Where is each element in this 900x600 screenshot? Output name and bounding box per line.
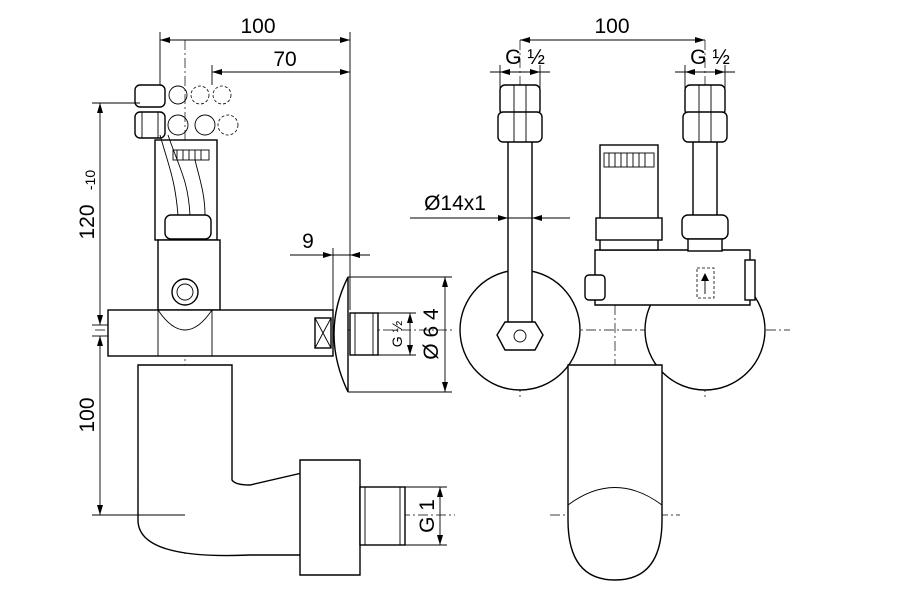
- side-dimensions: 100 70 120 -10 100 9 G ½: [76, 15, 452, 546]
- front-right-nut-top: [684, 84, 726, 116]
- front-right-valve-nut: [681, 214, 729, 240]
- side-outlet-tube: [107, 309, 334, 357]
- dim-side-height-upper: 120: [76, 204, 99, 239]
- front-right-nut-lower: [682, 111, 728, 143]
- dim-side-offset: 9: [302, 230, 314, 253]
- side-drain-thread: [359, 486, 406, 546]
- dim-front-pipe-diameter: Ø14x1: [424, 192, 486, 215]
- front-view: [459, 40, 790, 581]
- dim-front-thread-right: G ½: [690, 46, 730, 69]
- side-valve-body: [154, 134, 221, 311]
- side-rosette: [333, 276, 349, 393]
- side-top-fittings: [134, 84, 239, 139]
- dim-side-thread-outlet: G ½: [389, 320, 405, 347]
- dim-side-thread-drain: G 1: [416, 499, 439, 533]
- front-left-base-nut: [496, 321, 544, 351]
- side-top-nut-lower: [134, 111, 166, 139]
- front-cartridge-collar: [595, 217, 663, 241]
- front-left-pipe: [507, 107, 533, 334]
- side-view: [95, 40, 455, 576]
- side-valve-port: [171, 278, 199, 306]
- up-arrow-icon: [701, 273, 709, 294]
- dim-side-height-lower: 100: [76, 397, 99, 432]
- side-siphon-body: [137, 364, 316, 557]
- side-fitting-ghost-1: [168, 85, 188, 105]
- front-flow-indicator: [696, 267, 715, 299]
- dim-side-diameter-rosette: Ø 6 4: [420, 308, 443, 360]
- front-left-nut-top: [499, 84, 541, 116]
- front-cartridge-grip: [603, 152, 655, 168]
- front-siphon-body: [567, 364, 663, 581]
- dim-front-thread-left: G ½: [505, 46, 545, 69]
- front-left-nut-lower: [497, 111, 543, 143]
- dim-side-width-total: 100: [240, 15, 275, 38]
- side-drain-nut: [299, 459, 361, 576]
- side-top-nut-upper: [134, 84, 166, 108]
- front-dimensions: 100 G ½ G ½ Ø14x1: [410, 15, 735, 221]
- side-outlet-thread: [349, 312, 379, 356]
- side-valve-nut: [164, 214, 212, 240]
- front-valve-body: [594, 249, 751, 306]
- dim-side-height-upper-tolerance: -10: [82, 170, 98, 190]
- dim-front-width: 100: [594, 15, 629, 38]
- dim-side-width-partial: 70: [273, 48, 296, 71]
- side-cartridge-grip: [172, 149, 210, 161]
